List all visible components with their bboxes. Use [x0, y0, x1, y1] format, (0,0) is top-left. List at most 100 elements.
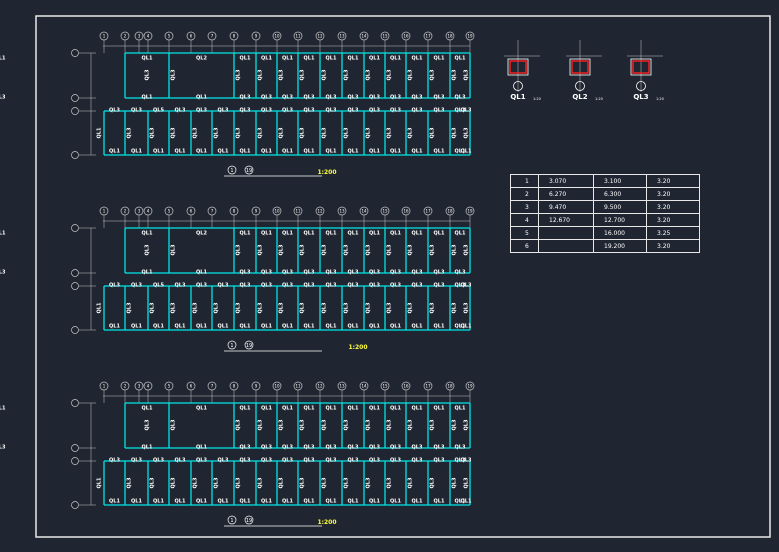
beam-label: QL1	[304, 231, 315, 237]
beam-label: QL3	[258, 244, 264, 255]
axis-bubble	[120, 206, 130, 216]
beam-label: QL3	[369, 95, 380, 101]
axis-number: 9	[255, 384, 258, 389]
beam-label: QL3	[261, 458, 272, 464]
beam-label: QL1	[412, 149, 423, 155]
row-bubble	[71, 282, 79, 290]
beam-label: QL1	[196, 270, 207, 276]
beam-label: QL1	[97, 127, 103, 138]
caption-from: 1	[230, 518, 233, 524]
beam-label: QL1	[434, 406, 445, 412]
beam-label: QL3	[344, 477, 350, 488]
beam-label: QL3	[387, 244, 393, 255]
beam-label: QL3	[171, 477, 177, 488]
beam-label: QL3	[236, 244, 242, 255]
caption-to: 19	[246, 343, 252, 349]
axis-number: 10	[274, 384, 280, 389]
schedule-cell: 6	[510, 239, 539, 253]
beam-label: QL3	[304, 458, 315, 464]
beam-label: QL1	[326, 149, 337, 155]
beam-label: QL1	[434, 56, 445, 62]
beam-label: QL1	[97, 302, 103, 313]
beam-label: QL1	[261, 149, 272, 155]
axis-number: 7	[211, 34, 214, 39]
beam-label: QL1	[240, 231, 251, 237]
schedule-cell: 3.100	[593, 174, 647, 188]
beam-label: QL3	[236, 302, 242, 313]
beam-label: QL3	[366, 127, 372, 138]
axis-bubble	[229, 381, 239, 391]
beam-label: QL3	[261, 108, 272, 114]
schedule-cell: 9.470	[538, 200, 594, 214]
axis-number: 2	[124, 384, 127, 389]
beam-label: QL1	[196, 406, 207, 412]
axis-bubble	[423, 31, 433, 41]
beam-label: QL3	[300, 244, 306, 255]
beam-label: QL3	[390, 108, 401, 114]
axis-number: 6	[190, 34, 193, 39]
beam-label: QL1	[390, 149, 401, 155]
beam-label: QL3	[452, 419, 458, 430]
beam-label: QL3	[300, 127, 306, 138]
beam-label: QL3	[258, 69, 264, 80]
schedule-cell: 3.20	[646, 187, 700, 201]
beam-label: QL1	[196, 149, 207, 155]
beam-label: QL3	[150, 127, 156, 138]
beam-label: QL1	[142, 56, 153, 62]
axis-bubble	[380, 31, 390, 41]
beam-label: QL1	[304, 499, 315, 505]
beam-label: QL3	[387, 127, 393, 138]
row-bubble	[71, 94, 79, 102]
axis-bubble	[359, 206, 369, 216]
axis-number: 17	[425, 209, 431, 214]
beam-label: QL3	[348, 270, 359, 276]
beam-label: QL1	[153, 324, 164, 330]
beam-label: QL3	[193, 477, 199, 488]
axis-bubble	[207, 381, 217, 391]
beam-label: QL3	[109, 458, 120, 464]
caption-scale: 1:200	[317, 169, 336, 176]
beam-label: QL1	[282, 406, 293, 412]
beam-label: QL3	[304, 445, 315, 451]
beam-label: QL3	[408, 419, 414, 430]
caption-to: 19	[246, 168, 252, 174]
beam-label: QL3	[150, 302, 156, 313]
axis-bubble	[423, 381, 433, 391]
axis-number: 17	[425, 384, 431, 389]
section-rebar-outline	[571, 60, 589, 74]
beam-label: QL1	[282, 324, 293, 330]
axis-bubble	[120, 381, 130, 391]
beam-label: QL3	[279, 419, 285, 430]
beam-label: QL3	[387, 419, 393, 430]
beam-label: QL3	[434, 283, 445, 289]
beam-label: QL3	[282, 95, 293, 101]
axis-number: 15	[382, 384, 388, 389]
beam-label: QL1	[369, 56, 380, 62]
beam-label: QL3	[304, 270, 315, 276]
axis-bubble	[207, 206, 217, 216]
beam-label: QL3	[131, 283, 142, 289]
axis-number: 19	[467, 209, 473, 214]
beam-label: QL1	[434, 149, 445, 155]
beam-label: QL3	[390, 445, 401, 451]
beam-label: QL3	[150, 477, 156, 488]
axis-bubble	[99, 381, 109, 391]
section-name: QL1	[510, 93, 525, 101]
axis-bubble	[272, 206, 282, 216]
beam-label: QL3	[326, 283, 337, 289]
beam-label: QL3	[452, 69, 458, 80]
beam-label: QL3	[464, 419, 470, 430]
beam-label: QL1	[282, 56, 293, 62]
beam-label: QL3	[455, 95, 466, 101]
beam-label: QL3	[261, 283, 272, 289]
axis-number: 15	[382, 34, 388, 39]
axis-number: 16	[403, 209, 409, 214]
axis-number: 9	[255, 34, 258, 39]
beam-label: QL3	[127, 127, 133, 138]
beam-label: QL3	[464, 69, 470, 80]
beam-label: QL1	[455, 231, 466, 237]
axis-number: 1	[103, 209, 106, 214]
